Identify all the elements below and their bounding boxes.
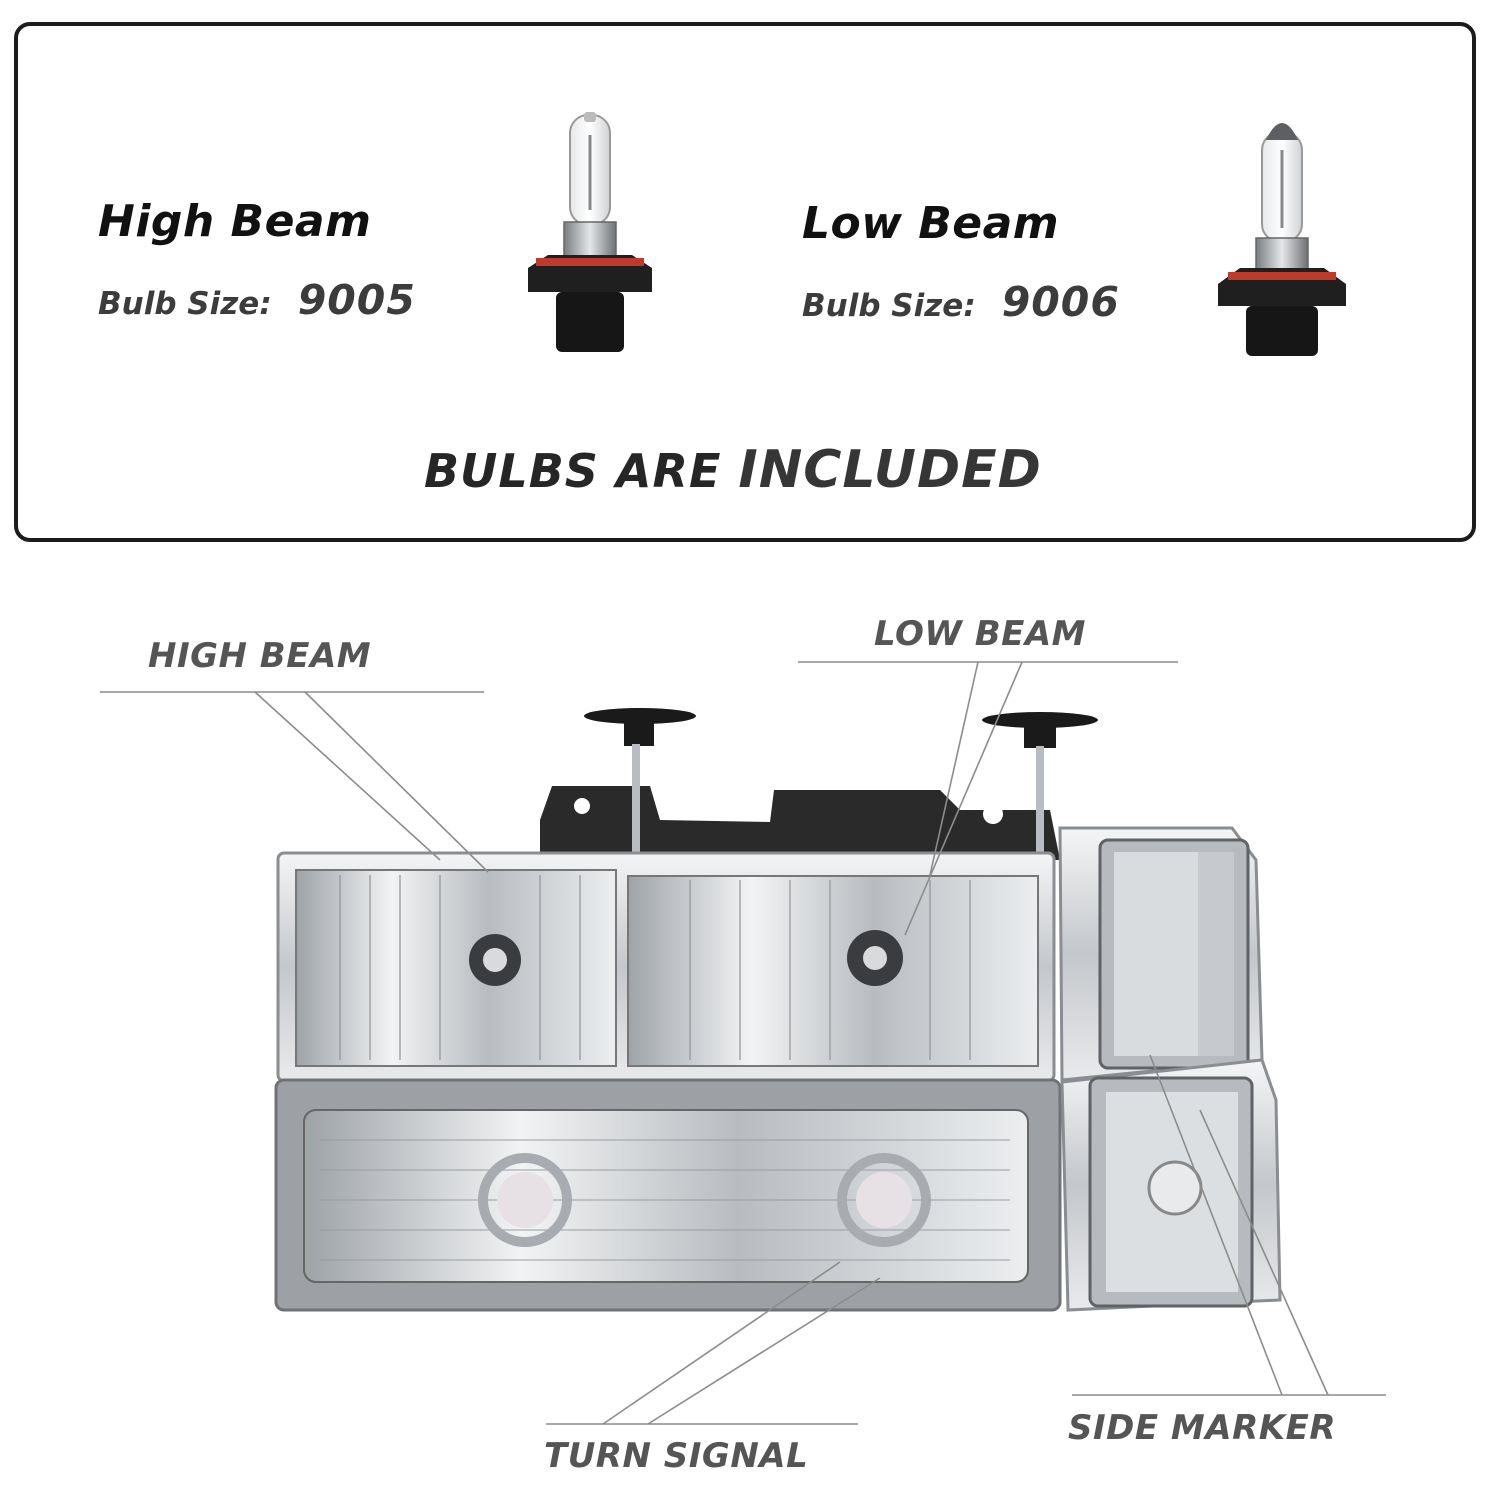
halogen-bulb-9006-icon	[1218, 123, 1346, 356]
low-beam-bulb-size: Bulb Size: 9006	[802, 278, 1120, 326]
callout-side-marker: SIDE MARKER	[1068, 1408, 1337, 1448]
headlight-assembly-image	[274, 708, 1282, 1312]
low-beam-size-label: Bulb Size:	[802, 288, 976, 324]
included-emphasis: INCLUDED	[738, 440, 1042, 500]
callout-high-beam: HIGH BEAM	[148, 636, 372, 676]
high-beam-bulb-size: Bulb Size: 9005	[98, 276, 416, 324]
high-beam-title: High Beam	[98, 196, 372, 247]
high-beam-size-label: Bulb Size:	[98, 286, 272, 322]
callout-turn-signal: TURN SIGNAL	[544, 1436, 809, 1476]
high-beam-size-value: 9005	[297, 276, 416, 324]
bulbs-included-banner: BULBS ARE INCLUDED	[424, 440, 1042, 500]
low-beam-size-value: 9006	[1001, 278, 1120, 326]
callout-leader-lines	[100, 661, 1386, 1425]
included-prefix: BULBS ARE	[424, 444, 722, 498]
halogen-bulb-9005-icon	[528, 112, 652, 352]
low-beam-title: Low Beam	[802, 198, 1060, 249]
callout-low-beam: LOW BEAM	[874, 614, 1086, 654]
